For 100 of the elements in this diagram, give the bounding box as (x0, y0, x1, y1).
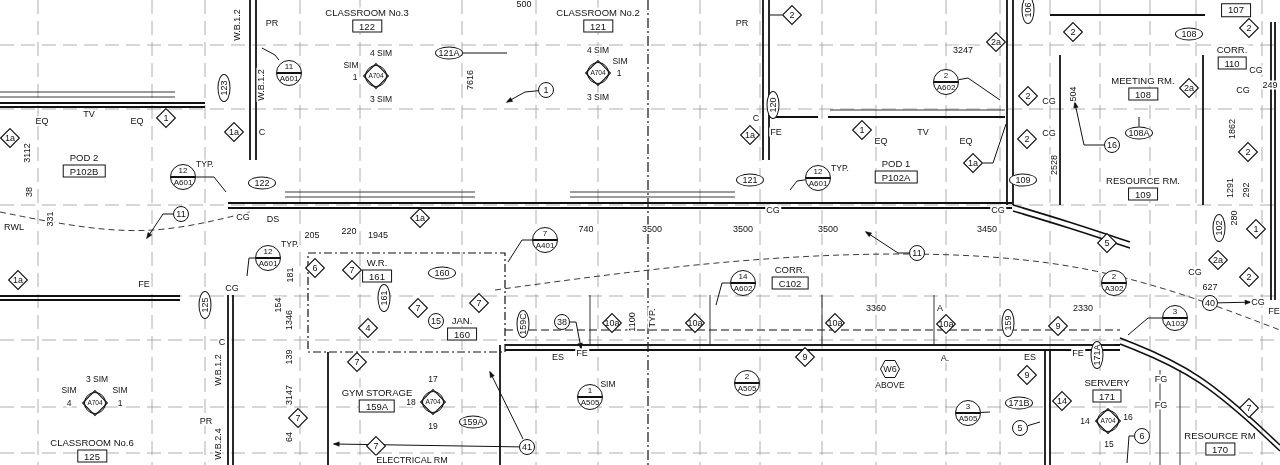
dimension-label: 139 (284, 348, 294, 366)
room-number-tag: 121 (583, 19, 613, 33)
section-callout (577, 384, 603, 410)
keynote-diamond: 2 (1239, 267, 1259, 287)
note-label: SIM (61, 385, 77, 395)
keynote-diamond: 6 (305, 258, 325, 278)
door-tag: 120 (766, 91, 780, 119)
room-number-tag: 109 (1128, 187, 1158, 201)
dimension-label: 500 (515, 0, 533, 9)
note-label: DS (265, 214, 281, 224)
note-label: A. (939, 353, 951, 363)
detail-number: 3 (1172, 306, 1178, 318)
wall-type-label: W.B.1.2 (213, 353, 223, 387)
room-name: MEETING RM. (1110, 75, 1176, 85)
keynote-circle: 11 (173, 206, 189, 222)
note-label: CG (1041, 96, 1057, 106)
keynote-circle: 11 (909, 245, 925, 261)
room-name: CLASSROOM No.6 (49, 437, 135, 447)
keynote-diamond: 2 (1018, 86, 1038, 106)
door-tag: 171A (1090, 341, 1104, 369)
leader-line (333, 441, 520, 448)
detail-number: 2 (744, 371, 750, 383)
section-callout (170, 164, 196, 190)
sheet-reference: A401 (535, 240, 555, 252)
note-label: C (751, 113, 761, 123)
keynote-diamond: 1 (1246, 219, 1266, 239)
detail-number: 3 (965, 401, 971, 413)
sheet-reference: A602 (733, 283, 753, 295)
note-label: CG (1187, 267, 1203, 277)
detail-number: 1 (587, 385, 593, 397)
sheet-reference: A505 (737, 383, 757, 395)
keynote-diamond: 7 (469, 293, 489, 313)
keynote-diamond: 1a (963, 153, 983, 173)
keynote-circle: 15 (428, 313, 444, 329)
keynote-diamond: 5 (1097, 233, 1117, 253)
keynote-diamond: 2 (782, 5, 802, 25)
dimension-label: 3450 (976, 224, 998, 234)
sheet-reference: A602 (936, 82, 956, 94)
door-tag: 171B (1005, 396, 1033, 410)
leader-line (246, 257, 256, 277)
dimension-label: 1346 (284, 309, 294, 331)
wall-type-label: W.B.1.2 (256, 68, 266, 102)
note-label: C (217, 337, 227, 347)
dimension-label: 181 (285, 266, 295, 284)
door-tag: 106 (1021, 0, 1035, 24)
room-name: JAN. (450, 315, 474, 325)
note-label: SIM (612, 56, 628, 66)
door-tag: 159C (516, 310, 530, 338)
leader-line (569, 321, 583, 350)
room-number-tag: 170 (1205, 442, 1235, 456)
keynote-diamond: 2 (1017, 129, 1037, 149)
leader-line (195, 176, 227, 193)
note-label: RWL (3, 222, 25, 232)
detail-number: 12 (263, 246, 273, 258)
note-label: FG (1153, 374, 1169, 384)
room-name: POD 1 (880, 158, 912, 168)
note-label: 4 SIM (586, 45, 610, 55)
room-name: ELECTRICAL RM (375, 455, 449, 465)
leader-line (1138, 116, 1140, 127)
room-name: RESOURCE RM (1183, 430, 1257, 440)
door-tag: 159A (459, 415, 487, 429)
leader-line (146, 213, 174, 239)
room-number-tag: 171 (1092, 389, 1122, 403)
room-name: GYM STORAGE (340, 387, 414, 397)
keynote-diamond: 9 (1048, 316, 1068, 336)
keynote-diamond: 2a (1179, 78, 1199, 98)
note-label: CG (1235, 85, 1251, 95)
keynote-diamond: 1 (852, 120, 872, 140)
note-label: PR (198, 416, 214, 426)
dimension-label: 3112 (22, 142, 32, 164)
dimension-label: 154 (273, 296, 283, 314)
window-tag: W6 (880, 360, 900, 378)
note-label: 19 (428, 421, 438, 431)
dimension-label: 3147 (284, 384, 294, 406)
keynote-circle: 40 (1202, 295, 1218, 311)
note-label: TYP. (647, 307, 657, 329)
keynote-diamond: 1a (410, 208, 430, 228)
note-label: TYP. (831, 163, 849, 173)
dimension-label: 1945 (367, 230, 389, 240)
leader-line (958, 77, 1001, 101)
leader-line (1127, 317, 1163, 336)
note-label: EQ (873, 136, 889, 146)
leader-line (1027, 421, 1041, 427)
dimension-label: 2330 (1072, 303, 1094, 313)
room-number-tag: 122 (352, 19, 382, 33)
keynote-diamond: 10a (936, 314, 956, 334)
keynote-diamond: 2 (1063, 22, 1083, 42)
keynote-diamond: 10a (685, 313, 705, 333)
room-number-tag: P102B (62, 164, 106, 178)
section-callout (805, 165, 831, 191)
dimension-label: 220 (340, 226, 358, 236)
leader-line (980, 411, 991, 413)
keynote-diamond: 1a (224, 122, 244, 142)
note-label: 4 (66, 398, 72, 408)
note-label: TYP. (281, 239, 299, 249)
detail-number: 11 (284, 61, 294, 73)
keynote-diamond: 2a (1208, 250, 1228, 270)
dimension-label: 627 (1201, 282, 1219, 292)
dimension-label: 1862 (1227, 118, 1237, 140)
room-number-tag: 160 (447, 327, 477, 341)
